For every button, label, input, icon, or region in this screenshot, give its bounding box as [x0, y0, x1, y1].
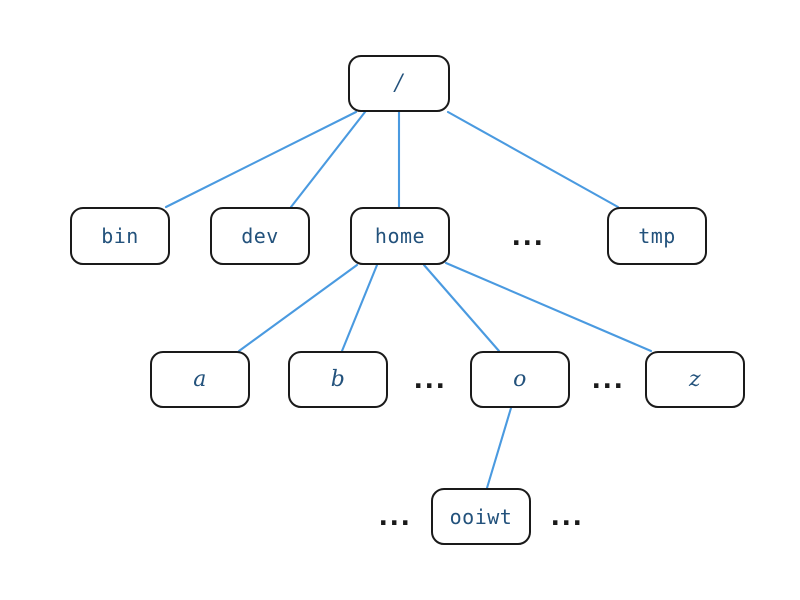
edge-root-bin — [164, 110, 358, 209]
ellipsis-ell-l3-a: ... — [378, 501, 412, 531]
edge-o-ooiwt — [485, 406, 513, 490]
ellipsis-ell-l1: ... — [511, 221, 545, 251]
ellipsis-ell-l2-a: ... — [413, 364, 447, 394]
ellipsis-ell-l2-b: ... — [591, 364, 625, 394]
node-bin[interactable]: bin — [70, 207, 170, 265]
edge-root-tmp — [446, 110, 620, 209]
edge-root-dev — [289, 110, 367, 209]
node-root[interactable]: / — [348, 55, 450, 112]
edge-home-a — [237, 263, 359, 353]
edge-home-b — [340, 263, 379, 353]
node-label-o: o — [513, 366, 527, 392]
node-label-dev: dev — [241, 224, 279, 248]
node-label-root: / — [395, 70, 403, 96]
node-ooiwt[interactable]: ooiwt — [431, 488, 531, 545]
node-o[interactable]: o — [470, 351, 570, 408]
node-tmp[interactable]: tmp — [607, 207, 707, 265]
ellipsis-ell-l3-b: ... — [550, 501, 584, 531]
node-label-b: b — [330, 366, 346, 392]
edge-home-o — [422, 263, 501, 353]
node-label-z: z — [688, 366, 702, 392]
node-b[interactable]: b — [288, 351, 388, 408]
node-home[interactable]: home — [350, 207, 450, 265]
node-z[interactable]: z — [645, 351, 745, 408]
node-a[interactable]: a — [150, 351, 250, 408]
node-label-bin: bin — [101, 224, 139, 248]
node-dev[interactable]: dev — [210, 207, 310, 265]
node-label-home: home — [374, 224, 426, 248]
node-label-a: a — [193, 366, 207, 392]
node-label-tmp: tmp — [638, 224, 676, 248]
edge-home-z — [444, 261, 653, 353]
node-label-ooiwt: ooiwt — [449, 504, 513, 529]
